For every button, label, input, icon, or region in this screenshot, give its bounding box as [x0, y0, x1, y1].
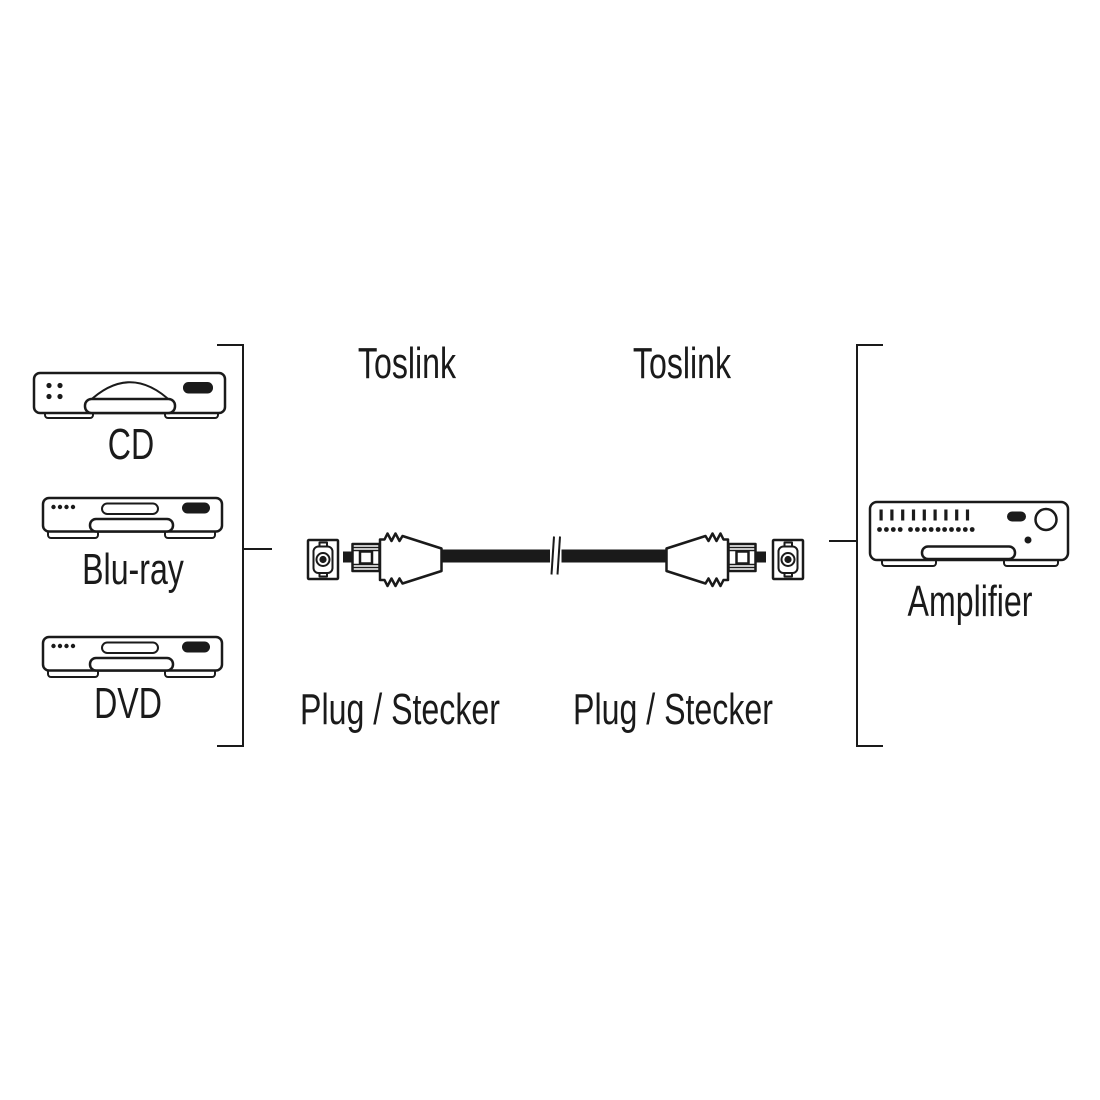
cd-player-icon [32, 371, 227, 419]
cd-label: CD [107, 420, 155, 469]
cable-break-icon [550, 536, 561, 575]
plug-stecker-label-right: Plug / Stecker [573, 685, 773, 734]
dvd-label: DVD [94, 679, 162, 728]
sources-bracket [217, 344, 272, 747]
amplifier-bracket [829, 344, 883, 747]
amplifier-vents [879, 509, 970, 521]
toslink-socket-icon-left [306, 538, 340, 581]
blu-ray-player-icon [41, 496, 224, 539]
amplifier-icon [868, 500, 1070, 567]
toslink-cable-illustration [306, 532, 805, 588]
toslink-label-left: Toslink [357, 339, 457, 388]
toslink-plug-left [343, 532, 443, 588]
amplifier-dots [877, 527, 975, 532]
dvd-player-icon [41, 635, 224, 678]
amplifier-label: Amplifier [907, 577, 1033, 626]
cable-line [440, 549, 668, 563]
toslink-label-right: Toslink [632, 339, 732, 388]
blu-ray-label: Blu-ray [82, 545, 184, 594]
plug-stecker-label-left: Plug / Stecker [300, 685, 500, 734]
toslink-plug-right [665, 532, 766, 588]
toslink-socket-icon-right [771, 538, 805, 581]
